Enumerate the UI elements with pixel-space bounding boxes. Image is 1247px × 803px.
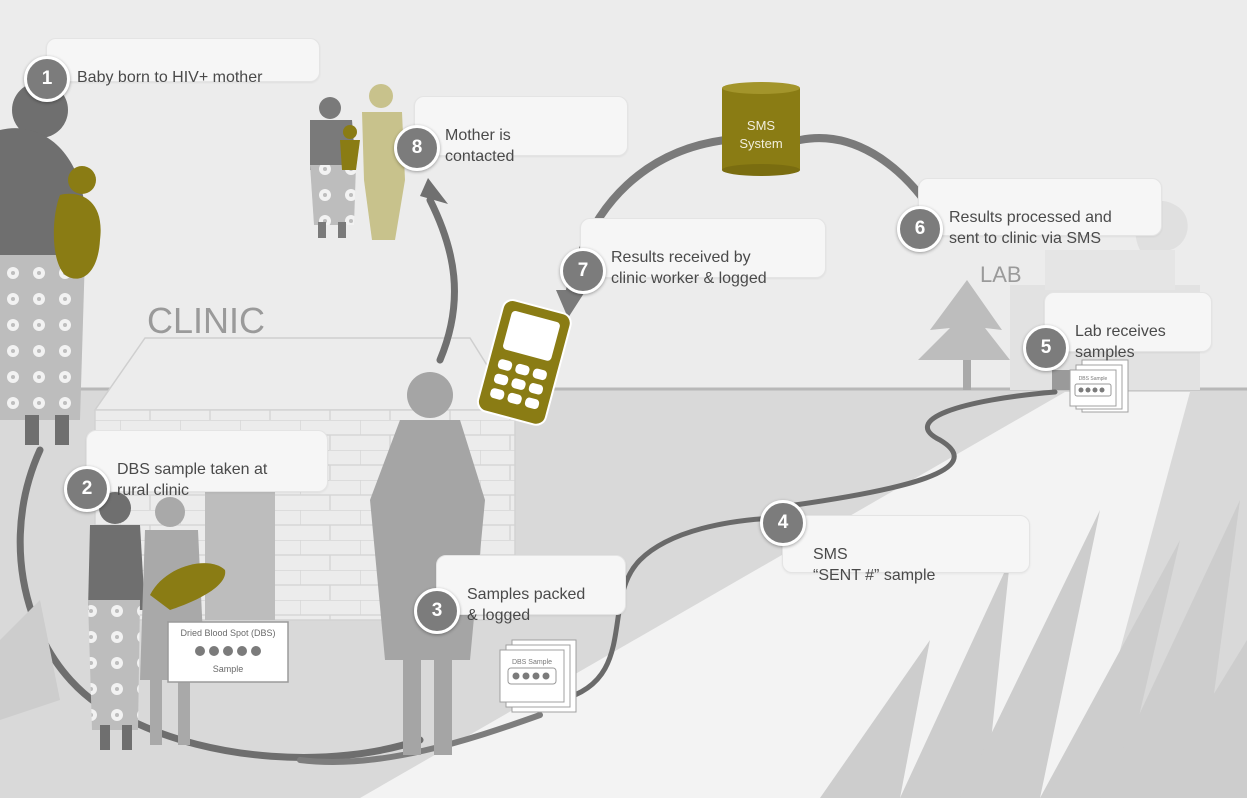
lab-label: LAB	[980, 262, 1022, 287]
step-6-callout: Results processed and sent to clinic via…	[918, 178, 1162, 247]
step-3-callout: Samples packed & logged	[436, 555, 626, 624]
sms-system-line1: SMS	[747, 118, 776, 133]
clinic-label: CLINIC	[147, 300, 266, 341]
step-4-text: SMS “SENT #” sample	[813, 546, 936, 584]
step-5-callout: Lab receives samples	[1044, 292, 1212, 361]
step-2-text: DBS sample taken at rural clinic	[117, 461, 268, 499]
step-2-callout: DBS sample taken at rural clinic	[86, 430, 328, 499]
step-5-badge: 5	[1023, 325, 1069, 371]
dbs-card-title: Dried Blood Spot (DBS)	[180, 628, 275, 638]
step-3-text: Samples packed & logged	[467, 586, 586, 624]
dbs-card: Dried Blood Spot (DBS) Sample	[167, 621, 289, 683]
foreground-plants	[0, 500, 1247, 798]
step-8-text: Mother is contacted	[445, 127, 515, 165]
step-4-callout: SMS “SENT #” sample	[782, 515, 1030, 584]
lab-sample-stack: DBS Sample	[1069, 359, 1129, 413]
flow-path-clinic-to-lab	[557, 389, 1058, 703]
dbs-card-label: Sample	[213, 664, 244, 674]
sample-card-label: DBS Sample	[512, 659, 552, 666]
lab-tree	[918, 280, 1010, 390]
step-7-badge: 7	[560, 248, 606, 294]
step-8-callout: Mother is contacted	[414, 96, 628, 165]
arrowhead-to-mother-icon	[420, 178, 448, 204]
step-2-badge: 2	[64, 466, 110, 512]
step-7-text: Results received by clinic worker & logg…	[611, 249, 767, 287]
step-3-badge: 3	[414, 588, 460, 634]
step-8-badge: 8	[394, 125, 440, 171]
step-5-text: Lab receives samples	[1075, 323, 1166, 361]
step-7-callout: Results received by clinic worker & logg…	[580, 218, 826, 287]
arrowhead-to-phone-icon	[556, 290, 586, 318]
step-1-text: Baby born to HIV+ mother	[77, 69, 263, 86]
sms-system-line2: System	[739, 136, 782, 151]
step-1-badge: 1	[24, 56, 70, 102]
flow-arrow-to-mother	[426, 196, 458, 364]
mother-with-baby-figure	[0, 82, 101, 445]
step-1-callout: Baby born to HIV+ mother	[46, 38, 320, 86]
step-6-text: Results processed and sent to clinic via…	[949, 209, 1112, 247]
mobile-phone-icon	[476, 299, 572, 426]
step-6-badge: 6	[897, 206, 943, 252]
step-4-badge: 4	[760, 500, 806, 546]
lab-card-label: DBS Sample	[1079, 376, 1108, 382]
flow-arc-packing	[297, 712, 543, 765]
sms-system-cylinder: SMS System	[722, 82, 800, 176]
dbs-sample-stack: DBS Sample	[499, 639, 577, 713]
